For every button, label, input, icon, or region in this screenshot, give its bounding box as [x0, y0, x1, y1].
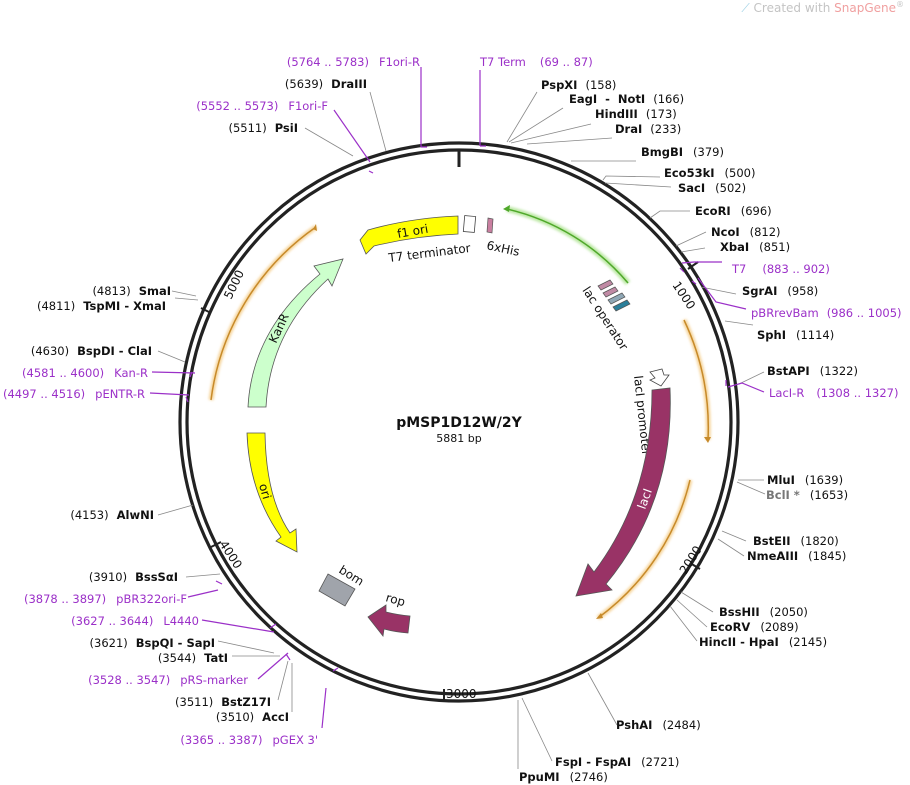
primer-pbr322ori-f: (3878 .. 3897)pBR322ori-F: [24, 592, 187, 606]
site-eagi-noti: EagI - NotI(166): [569, 92, 684, 106]
site-bsssai: (3910)BssSαI: [89, 570, 178, 584]
feature-6xhis: [486, 217, 494, 234]
site-bspqi-sapi: (3621)BspQI - SapI: [90, 636, 215, 650]
plasmid-name: pMSP1D12W/2Y: [396, 415, 522, 431]
site-sgrai: SgrAI(958): [742, 284, 818, 298]
site-ecori: EcoRI(696): [695, 204, 772, 218]
site-xbai: XbaI(851): [720, 240, 790, 254]
primer-t7: T7(883 .. 902): [731, 262, 830, 276]
site-labels-right: PspXI(158) EagI - NotI(166) HindIII(173)…: [519, 78, 858, 784]
site-pshai: PshAI(2484): [616, 718, 701, 732]
feature-bom: [318, 573, 356, 607]
feature-label-rop: rop: [384, 590, 407, 609]
feature-lac-operator: [597, 279, 631, 312]
site-eco53ki: Eco53kI(500): [664, 166, 755, 180]
primer-laci-r: LacI-R(1308 .. 1327): [769, 386, 898, 400]
site-hincii-hpai: HincII - HpaI(2145): [699, 635, 827, 649]
primer-l4440: (3627 .. 3644)L4440: [71, 614, 199, 628]
site-mlui: MluI(1639): [767, 473, 843, 487]
primer-pgex3: (3365 .. 3387)pGEX 3': [180, 733, 318, 747]
primer-t7-term: T7 Term(69 .. 87): [479, 55, 593, 69]
site-bsteii: BstEII(1820): [753, 534, 839, 548]
orf-arcs: [208, 205, 711, 621]
feature-kanr: [247, 258, 344, 408]
site-hindiii: HindIII(173): [595, 107, 677, 121]
site-labels-left: (3510)AccI (3511)BstZ17I (3544)TatI (362…: [31, 77, 367, 724]
feature-f1-ori: [359, 215, 459, 255]
primer-pentr-r: (4497 .. 4516)pENTR-R: [3, 387, 145, 401]
snapgene-logo-icon: ⟋: [741, 1, 750, 15]
site-acci: (3510)AccI: [216, 710, 289, 724]
backbone: [178, 141, 740, 703]
orf-arc-right-bottom: [597, 479, 691, 619]
site-bstapi: BstAPI(1322): [767, 364, 858, 378]
primer-f1ori-f: (5552 .. 5573)F1ori-F: [196, 99, 328, 113]
snapgene-watermark: ⟋ Created with SnapGene®: [741, 0, 904, 15]
feature-rop: [367, 604, 411, 637]
site-bcli: BclI *(1653): [766, 488, 848, 502]
site-psii: (5511)PsiI: [228, 121, 298, 135]
feature-label-ori: ori: [256, 482, 274, 501]
site-draiii: (5639)DraIII: [285, 77, 367, 91]
site-ecorv: EcoRV(2089): [710, 620, 799, 634]
site-tspmi-xmai: (4811)TspMI - XmaI: [37, 299, 166, 313]
site-tati: (3544)TatI: [158, 651, 228, 665]
feature-ori: [246, 432, 298, 553]
leader-lines: [157, 91, 766, 769]
site-sphi: SphI(1114): [757, 328, 834, 342]
primer-lines: [149, 67, 765, 729]
primer-labels: T7 Term(69 .. 87) T7(883 .. 902) pBRrevB…: [479, 55, 902, 400]
site-nmeaiii: NmeAIII(1845): [747, 549, 846, 563]
primer-labels-left: (3365 .. 3387)pGEX 3' (3528 .. 3547)pRS-…: [3, 55, 420, 747]
orf-arc-left: [210, 226, 317, 401]
site-smai: (4813)SmaI: [92, 284, 171, 298]
feature-label-f1-ori: f1 ori: [396, 222, 429, 241]
site-besshii: BssHII(2050): [719, 605, 808, 619]
site-bstz17i: (3511)BstZ17I: [175, 695, 271, 709]
orf-arc-green: [506, 208, 629, 284]
feature-label-laci: lacI: [635, 487, 655, 511]
feature-label-t7-terminator: T7 terminator: [387, 241, 472, 265]
plasmid-length: 5881 bp: [436, 432, 481, 445]
feature-laci: [575, 387, 671, 597]
feature-t7-terminator: [462, 215, 477, 233]
site-drai: DraI(233): [615, 122, 681, 136]
site-alwni: (4153)AlwNI: [70, 508, 154, 522]
site-pspxi: PspXI(158): [541, 78, 616, 92]
feature-laci-promoter: [649, 368, 670, 387]
feature-label-6xhis: 6xHis: [485, 238, 521, 259]
primer-pbrrevbam: pBRrevBam(986 .. 1005): [751, 306, 902, 320]
site-bspdi-clai: (4630)BspDI - ClaI: [31, 344, 152, 358]
tick-label-3000: 3000: [446, 687, 477, 701]
primer-prs-marker: (3528 .. 3547)pRS-marker: [88, 673, 248, 687]
orf-arc-right-top: [683, 319, 710, 441]
site-bmgbi: BmgBI(379): [641, 145, 724, 159]
primer-kan-r: (4581 .. 4600)Kan-R: [22, 366, 148, 380]
site-saci: SacI(502): [678, 181, 746, 195]
site-ppumi: PpuMI(2746): [519, 770, 608, 784]
primer-f1ori-r: (5764 .. 5783)F1ori-R: [287, 55, 420, 69]
site-ncoi: NcoI(812): [711, 225, 781, 239]
tick-marks: 1000 2000 3000 4000 5000: [200, 261, 705, 701]
site-fspi-fspai: FspI - FspAI(2721): [555, 755, 679, 769]
